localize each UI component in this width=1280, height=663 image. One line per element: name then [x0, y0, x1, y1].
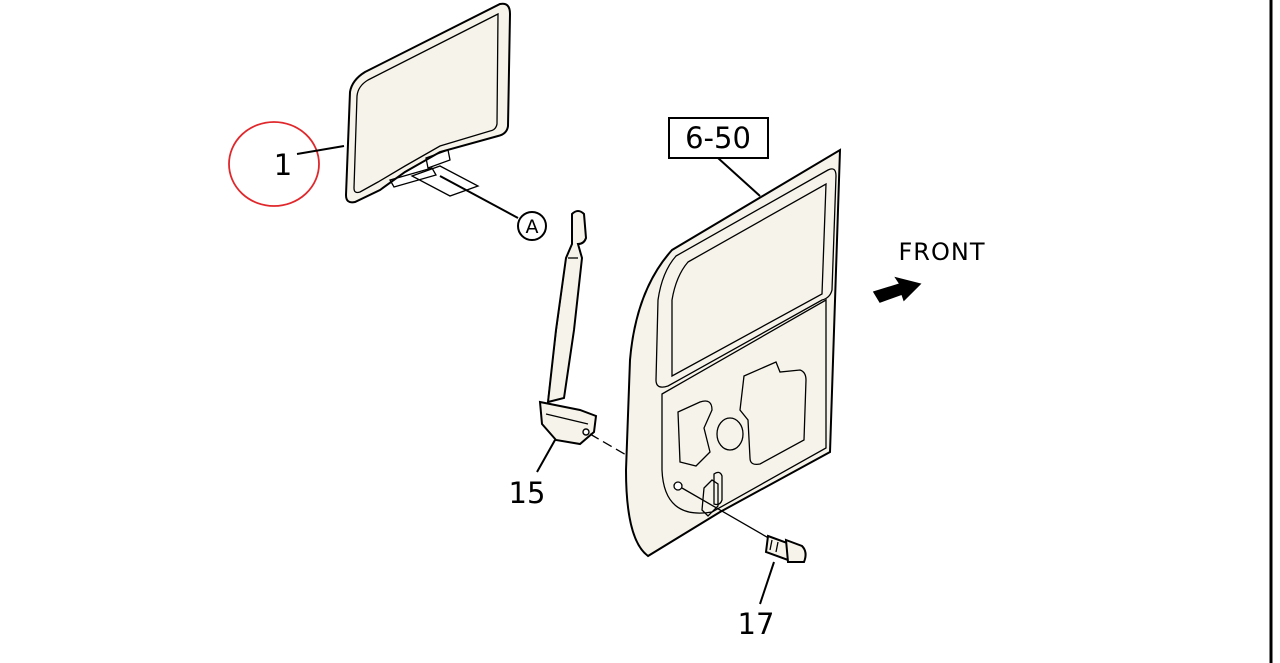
leader-bolt-door: [681, 487, 773, 541]
leader-part-15: [536, 439, 556, 473]
callout-part-15[interactable]: 15: [509, 476, 546, 510]
front-label: FRONT: [899, 238, 986, 266]
glass-run-channel-part[interactable]: [538, 210, 598, 446]
front-arrow-icon: [872, 276, 922, 303]
leader-part-17: [759, 561, 775, 605]
leader-part-1: [296, 145, 345, 155]
callout-part-17[interactable]: 17: [738, 607, 775, 641]
door-panel[interactable]: [624, 148, 842, 558]
door-glass-part[interactable]: [344, 2, 512, 204]
leader-ref-box: [717, 157, 761, 197]
ref-a-marker: A: [517, 211, 547, 241]
highlight-circle: [228, 121, 320, 207]
callout-part-1[interactable]: 1: [274, 148, 292, 182]
ref-box-6-50[interactable]: 6-50: [668, 117, 769, 159]
ref-a-label: A: [526, 216, 539, 238]
leader-channel-door: [589, 433, 629, 457]
bolt-part[interactable]: [764, 534, 807, 563]
ref-box-label: 6-50: [685, 121, 751, 155]
leader-ref-a: [439, 175, 519, 219]
